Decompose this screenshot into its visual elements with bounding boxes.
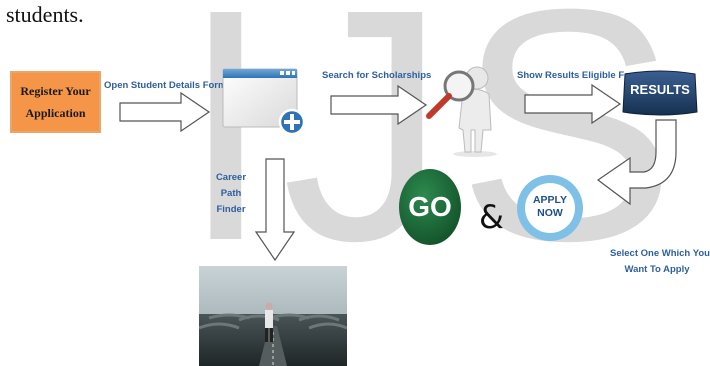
ampersand: & (479, 198, 504, 236)
register-line-1: Register Your (20, 84, 91, 98)
career-path-photo (199, 266, 347, 366)
career-line-3: Finder (216, 204, 246, 215)
label-show-results: Show Results Eligible For (517, 70, 634, 81)
results-text: RESULTS (630, 82, 690, 97)
results-badge (622, 70, 698, 116)
apply-now-text: APPLY NOW (516, 194, 584, 220)
label-select-apply: Select One Which You Want To Apply (610, 246, 710, 278)
go-text: GO (408, 191, 452, 222)
career-line-2: Path (220, 188, 242, 199)
apply-line-2: NOW (537, 207, 563, 219)
apply-line-1: APPLY (532, 194, 568, 206)
label-search: Search for Scholarships (322, 70, 432, 81)
form-window-icon (222, 68, 304, 136)
arrow-form-to-career (255, 158, 295, 262)
arrow-results-to-apply (596, 119, 677, 206)
apply-now-badge (517, 175, 583, 241)
register-line-2: Application (25, 106, 86, 120)
register-application-box: Register Your Application (10, 71, 101, 133)
label-open-form: Open Student Details Form (104, 80, 227, 91)
select-line-2: Want To Apply (624, 264, 690, 275)
go-badge (399, 169, 461, 245)
arrow-register-to-form (119, 92, 211, 132)
intro-text: students. (6, 2, 84, 27)
label-career-path: Career Path Finder (210, 170, 252, 218)
career-line-1: Career (215, 172, 247, 183)
arrow-form-to-search (330, 85, 428, 125)
search-man-icon (426, 66, 497, 157)
select-line-1: Select One Which You (610, 248, 710, 259)
arrow-search-to-results (524, 84, 622, 124)
